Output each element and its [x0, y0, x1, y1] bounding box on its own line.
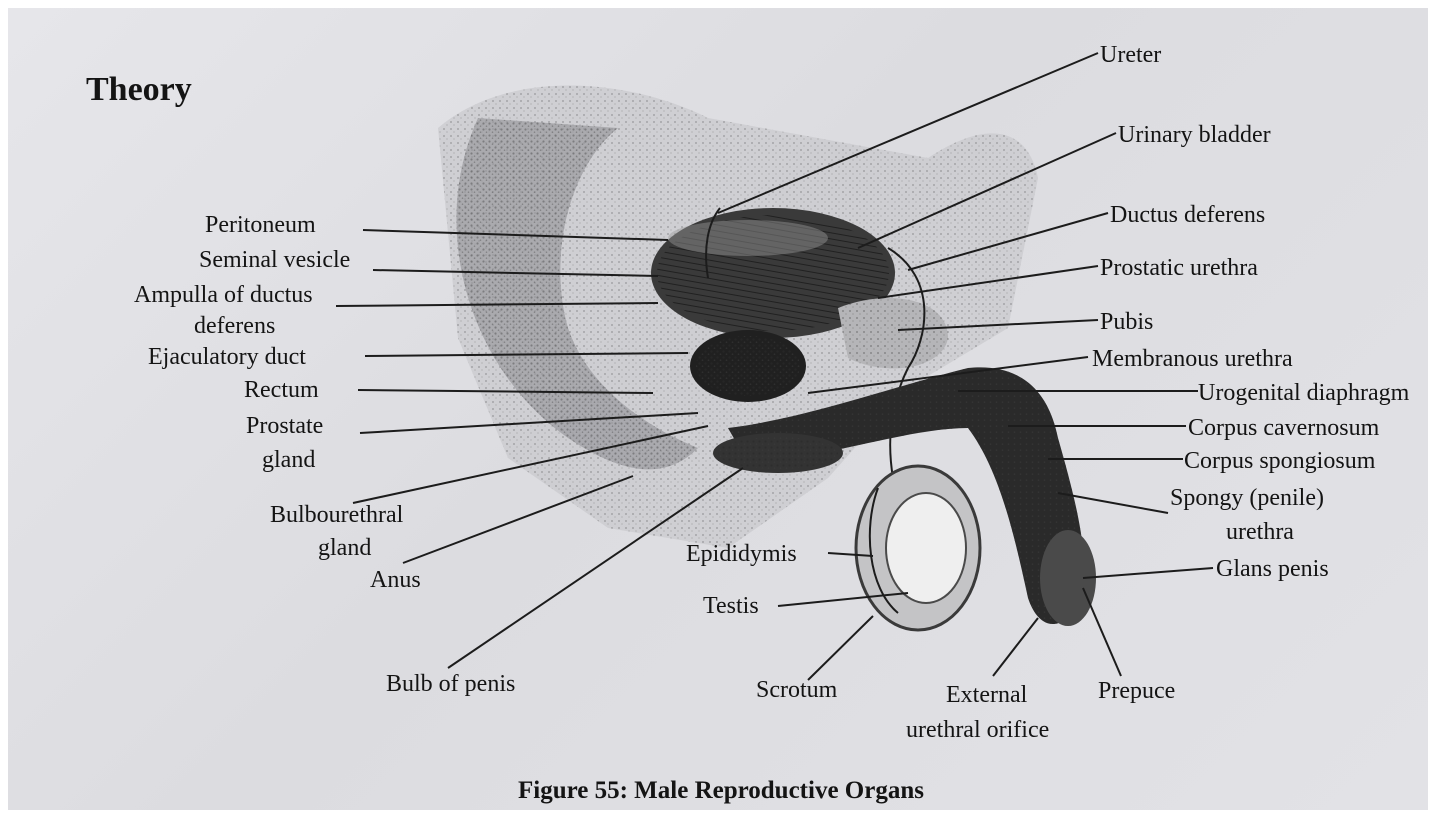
- label-testis: Testis: [703, 593, 759, 619]
- external-orifice-leader: [993, 618, 1038, 676]
- anatomy-diagram: Theory Ureter Urinary bladder Ductus def…: [8, 8, 1428, 810]
- bladder-highlight: [668, 220, 828, 256]
- label-bulbourethral-line1: Bulbourethral: [270, 502, 404, 528]
- label-prostate-line2: gland: [262, 447, 315, 473]
- label-prepuce: Prepuce: [1098, 678, 1175, 704]
- bulb-of-penis-stipple: [718, 437, 838, 469]
- label-prostatic-urethra: Prostatic urethra: [1100, 255, 1258, 281]
- label-epididymis: Epididymis: [686, 541, 797, 567]
- label-spongy-urethra-line1: Spongy (penile): [1170, 485, 1324, 511]
- label-ductus-deferens: Ductus deferens: [1110, 202, 1265, 228]
- section-title: Theory: [86, 71, 192, 108]
- label-spongy-urethra-line2: urethra: [1226, 519, 1294, 545]
- label-pubis: Pubis: [1100, 309, 1153, 335]
- label-urinary-bladder: Urinary bladder: [1118, 122, 1271, 148]
- prostate-stipple: [696, 336, 800, 396]
- label-ejaculatory-duct: Ejaculatory duct: [148, 344, 306, 370]
- label-rectum: Rectum: [244, 377, 319, 403]
- label-external-orifice-line2: urethral orifice: [906, 717, 1049, 743]
- label-corpus-cavernosum: Corpus cavernosum: [1188, 415, 1380, 441]
- label-corpus-spongiosum: Corpus spongiosum: [1184, 448, 1376, 474]
- label-peritoneum: Peritoneum: [205, 212, 316, 238]
- prepuce-leader: [1083, 588, 1121, 676]
- label-glans-penis: Glans penis: [1216, 556, 1329, 582]
- label-prostate-line1: Prostate: [246, 413, 323, 439]
- glans-penis-leader: [1083, 568, 1213, 578]
- label-seminal-vesicle: Seminal vesicle: [199, 247, 350, 273]
- scrotum-leader: [808, 616, 873, 680]
- label-external-orifice-line1: External: [946, 682, 1028, 708]
- label-urogenital-diaphragm: Urogenital diaphragm: [1198, 380, 1410, 406]
- testis-shape: [886, 493, 966, 603]
- textbook-page: Theory Ureter Urinary bladder Ductus def…: [8, 8, 1428, 810]
- label-ampulla-line1: Ampulla of ductus: [134, 282, 313, 308]
- figure-caption: Figure 55: Male Reproductive Organs: [518, 777, 924, 804]
- label-bulb-of-penis: Bulb of penis: [386, 671, 515, 697]
- label-membranous-urethra: Membranous urethra: [1092, 346, 1293, 372]
- label-anus: Anus: [370, 567, 421, 593]
- label-ureter: Ureter: [1100, 42, 1161, 68]
- label-bulbourethral-line2: gland: [318, 535, 371, 561]
- label-ampulla-line2: deferens: [194, 313, 275, 339]
- label-scrotum: Scrotum: [756, 677, 838, 703]
